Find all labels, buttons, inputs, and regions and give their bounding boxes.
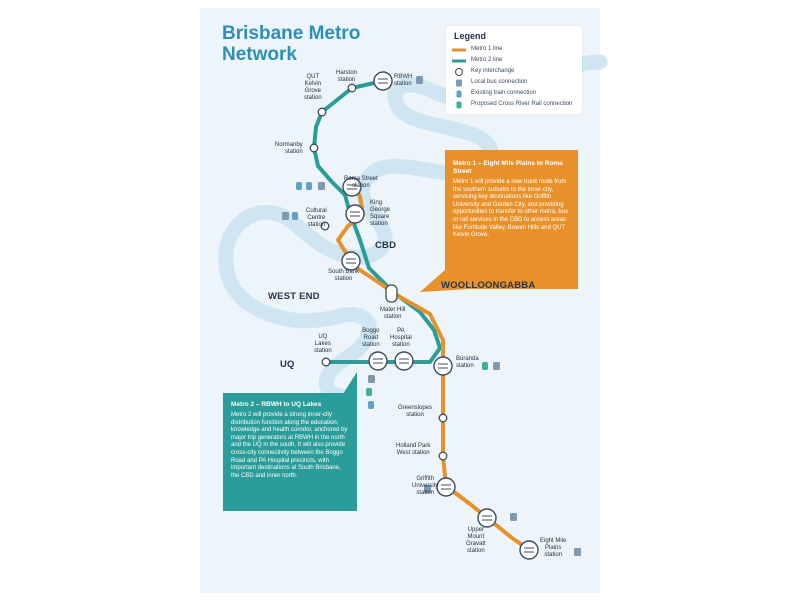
station-label-uq-lakes: UQ Lakes station (314, 334, 332, 354)
brisbane-river (218, 54, 608, 404)
station-marker (309, 83, 448, 461)
legend-title: Legend (454, 31, 487, 41)
train-icon (456, 90, 462, 98)
metro1-info-box: Metro 1 – Eight Mile Plains to Roma Stre… (445, 150, 578, 289)
station-label-eight-mile-plains: Eight Mile Plains station (540, 538, 567, 558)
legend-label: Proposed Cross River Rail connection (471, 101, 573, 107)
area-label-cbd: CBD (375, 240, 397, 251)
legend-label: Metro 1 line (471, 46, 503, 52)
metro2-info-box: Metro 2 – RBWH to UQ Lakes Metro 2 will … (223, 393, 357, 511)
station-label-boggo-road: Boggo Road station (362, 328, 380, 348)
station-label-holland-park-west: Holland Park West station (396, 443, 431, 456)
legend-label: Local bus connection (471, 79, 528, 85)
metro1-line-icon (452, 48, 466, 52)
station-label-harston: Harston station (336, 70, 358, 83)
cross-river-rail-icon (366, 362, 488, 396)
metro2-body: Metro 2 will provide a strong inner-city… (231, 412, 348, 479)
interchange-marks (346, 78, 534, 553)
station-label-normanby: Normanby station (275, 142, 303, 155)
bus-icon (456, 79, 462, 87)
legend-label: Existing train connection (471, 90, 537, 96)
map-title: Brisbane Metro Network (222, 23, 360, 65)
station-label-mater-hill: Mater Hill station (380, 307, 406, 320)
legend: Legend Metro 1 line Metro 2 line Key int… (446, 26, 582, 114)
area-label-west-end: WEST END (268, 291, 320, 302)
title-line-2: Network (222, 44, 297, 65)
station-label-griffith-university: Griffith University station (412, 476, 439, 496)
metro2-line-icon (452, 59, 466, 63)
metro1-heading: Metro 1 – Eight Mile Plains to Roma Stre… (453, 160, 563, 175)
key-interchange-icon (455, 68, 463, 76)
metro1-body: Metro 1 will provide a new trunk route f… (453, 179, 569, 239)
metro2-heading: Metro 2 – RBWH to UQ Lakes (231, 401, 322, 408)
station-label-pa-hospital: PA Hospital station (390, 328, 412, 348)
mater-hill-station-marker (385, 284, 398, 303)
station-label-buranda: Buranda station (456, 356, 479, 369)
station-label-greenslopes: Greenslopes station (398, 405, 433, 418)
station-label-upper-mount-gravatt: Upper Mount Gravatt station (466, 527, 486, 554)
station-label-king-george-square: King George Square station (370, 200, 391, 227)
cross-river-rail-icon (456, 101, 462, 109)
area-label-uq: UQ (280, 359, 295, 370)
key-interchange-icon (341, 71, 539, 560)
area-label-woolloongabba: WOOLLOONGABBA (441, 280, 536, 291)
title-line-1: Brisbane Metro (222, 23, 361, 44)
legend-label: Metro 2 line (471, 57, 503, 63)
metro2-callout-tail (343, 372, 357, 394)
station-label-cultural-centre: Cultural Centre station (306, 208, 327, 228)
bus-icon (282, 76, 581, 556)
train-icon (292, 182, 374, 409)
station-label-rbwh: RBWH station (394, 74, 413, 87)
station-label-roma-street: Roma Street station (344, 176, 378, 189)
metro1-line (336, 180, 530, 551)
station-label-qut-kelvin-grove: QUT Kelvin Grove station (304, 74, 322, 101)
legend-label: Key interchange (471, 68, 515, 74)
station-label-south-bank: South Bank station (328, 269, 360, 282)
